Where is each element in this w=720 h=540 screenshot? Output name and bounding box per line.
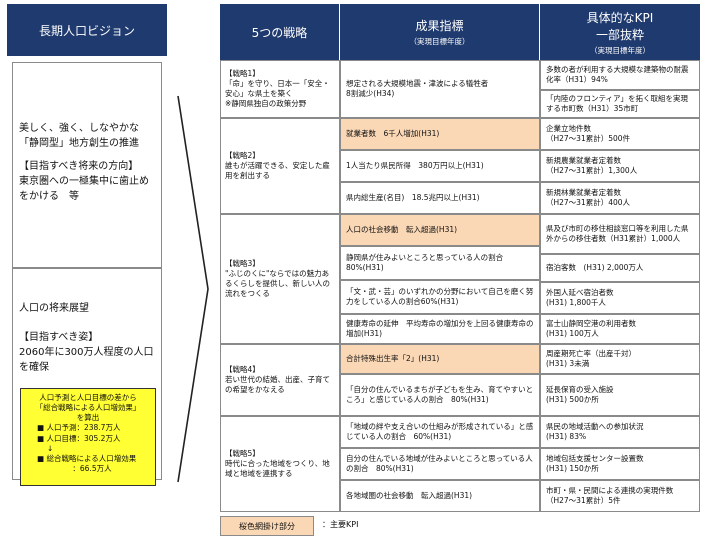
calc-line: を算出	[76, 413, 100, 423]
future-goal-label: 【目指すべき姿】	[19, 332, 99, 343]
outcome-cell-key: 就業者数 6千人増加(H31)	[340, 118, 540, 150]
outcome-cell-key: 人口の社会移動 転入超過(H31)	[340, 214, 540, 246]
legend-swatch-label: 桜色網掛け部分	[239, 521, 295, 531]
kpi-cell: 県民の地域活動への参加状況 (H31) 83%	[540, 416, 700, 448]
calc-line: ■ 総合戦略による人口増効果	[37, 453, 137, 463]
kpi-cell: 外国人延べ宿泊者数 (H31) 1,800千人	[540, 282, 700, 314]
outcome-cell: 静岡県が住みよいところと思っている人の割合 80%(H31)	[340, 246, 540, 280]
outcome-cell: 各地域圏の社会移動 転入超過(H31)	[340, 480, 540, 512]
strategy-cell: 【戦略1】 「命」を守り、日本一「安全・安心」な県土を築く ※静岡県独自の政策分…	[220, 60, 340, 118]
outcome-cell: 県内総生産(名目) 18.5兆円以上(H31)	[340, 182, 540, 214]
vision-box: 美しく、強く、しなやかな「静岡型」地方創生の推進 【目指すべき将来の方向】 東京…	[12, 62, 162, 268]
kpi-cell: 県及び市町の移住相談窓口等を利用した県外からの移住者数（H31累計）1,000人	[540, 214, 700, 254]
strategy-cell: 【戦略3】 "ふじのくに"ならではの魅力あるくらしを提供し、新しい人の流れをつく…	[220, 214, 340, 344]
calc-line: 人口予測と人口目標の差から	[39, 393, 137, 402]
kpi-cell: 新規林業就業者定着数 （H27～31累計）400人	[540, 182, 700, 214]
vision-direction-label: 【目指すべき将来の方向】	[19, 161, 139, 172]
outcome-cell: 「文・武・芸」のいずれかの分野において自己を磨く努力をしている人の割合60%(H…	[340, 280, 540, 314]
chevron-right-icon	[177, 95, 209, 483]
kpi-cell: 周産期死亡率（出産千対） (H31) 3未満	[540, 344, 700, 374]
outcome-cell: 想定される大規模地震・津波による犠牲者 8割減少(H34)	[340, 60, 540, 118]
header-kpi-label-1: 具体的なKPI	[586, 10, 654, 25]
vision-header-label: 長期人口ビジョン	[38, 23, 135, 38]
vision-statement: 美しく、強く、しなやかな「静岡型」地方創生の推進	[19, 123, 139, 149]
calc-line: ■ 人口予測：238.7万人	[37, 423, 121, 433]
kpi-cell: 「内陸のフロンティア」を拓く取組を実現する市町数（H31）35市町	[540, 90, 700, 118]
kpi-cell: 宿泊客数 (H31) 2,000万人	[540, 254, 700, 282]
outcome-cell: 「地域の絆や支え合いの仕組みが形成されている」と感じている人の割合 60%(H3…	[340, 416, 540, 448]
vision-direction-text: 東京圏への一極集中に歯止めをかける 等	[19, 176, 149, 202]
calc-arrow: ↓	[47, 443, 54, 453]
vision-header: 長期人口ビジョン	[7, 4, 167, 56]
kpi-cell: 市町・県・民間による連携の実現件数 （H27～31累計）5件	[540, 480, 700, 512]
outcome-cell: 1人当たり県民所得 380万円以上(H31)	[340, 150, 540, 182]
population-effect-box: 人口予測と人口目標の差から 「総合戦略による人口増効果」 を算出 ■ 人口予測：…	[20, 388, 156, 486]
strategy-cell: 【戦略5】 時代に合った地域をつくり、地域と地域を連携する	[220, 416, 340, 512]
outcome-cell: 自分の住んでいる地域が住みよいところと思っている人の割合 80%(H31)	[340, 448, 540, 480]
header-strategy: 5つの戦略	[220, 4, 340, 60]
header-kpi-label-2: 一部抜粋	[595, 27, 644, 42]
calc-line: ■ 人口目標：305.2万人	[37, 433, 121, 443]
header-kpi: 具体的なKPI 一部抜粋 （実現目標年度）	[540, 4, 700, 60]
kpi-cell: 新規農業就業者定着数 （H27～31累計）1,300人	[540, 150, 700, 182]
outcome-cell-key: 合計特殊出生率「2」(H31)	[340, 344, 540, 374]
calc-line: 「総合戦略による人口増効果」	[35, 403, 141, 413]
outcome-cell: 「自分の住んでいるまちが子どもを生み、育てやすいところ」と感じている人の割合 8…	[340, 374, 540, 416]
strategy-cell: 【戦略2】 誰もが活躍できる、安定した雇用を創出する	[220, 118, 340, 214]
strategy-cell: 【戦略4】 若い世代の結婚、出産、子育ての希望をかなえる	[220, 344, 340, 416]
kpi-cell: 多数の者が利用する大規模な建築物の耐震化率（H31）94%	[540, 60, 700, 90]
legend-text: ：主要KPI	[322, 520, 359, 529]
header-kpi-sub: （実現目標年度）	[590, 45, 650, 55]
header-strategy-label: 5つの戦略	[251, 25, 308, 40]
legend-swatch: 桜色網掛け部分	[220, 516, 314, 536]
kpi-cell: 富士山静岡空港の利用者数 (H31) 100万人	[540, 314, 700, 344]
outcome-cell: 健康寿命の延伸 平均寿命の増加分を上回る健康寿命の増加(H31)	[340, 314, 540, 344]
future-goal-text: 2060年に300万人程度の人口を確保	[19, 347, 154, 373]
header-outcome: 成果指標 （実現目標年度）	[340, 4, 540, 60]
future-title: 人口の将来展望	[19, 303, 89, 314]
kpi-cell: 延長保育の受入施設 (H31) 500か所	[540, 374, 700, 416]
header-outcome-sub: （実現目標年度）	[409, 37, 470, 46]
header-outcome-label: 成果指標	[415, 19, 464, 33]
kpi-cell: 企業立地件数 （H27～31累計）500件	[540, 118, 700, 150]
kpi-cell: 地域包括支援センター設置数 (H31) 150か所	[540, 448, 700, 480]
calc-line: ：66.5万人	[72, 463, 112, 473]
